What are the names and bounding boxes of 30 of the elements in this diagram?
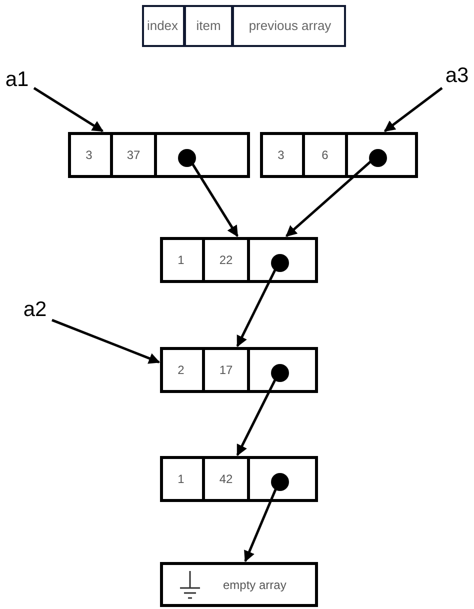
legend-record (142, 5, 346, 47)
record-cell: 6 (305, 135, 348, 175)
arrow (236, 266, 278, 348)
empty-array-box: empty array (160, 562, 318, 607)
record-cell: 2 (160, 350, 205, 390)
field-label: item (186, 5, 234, 47)
array-record (68, 132, 250, 178)
arrow (52, 318, 160, 364)
arrow (286, 159, 373, 238)
record-cell: 1 (160, 459, 205, 499)
pointer-variable-label: a3 (440, 62, 474, 90)
field-label: index (142, 5, 186, 47)
array-record (160, 347, 318, 393)
arrow (236, 376, 278, 456)
array-record (160, 456, 318, 502)
record-cell: 1 (160, 240, 205, 280)
record-cell: 3 (260, 135, 305, 175)
record-cell: 3 (68, 135, 113, 175)
field-label: previous array (234, 5, 346, 47)
record-cell: 22 (205, 240, 250, 280)
arrow (33, 87, 104, 132)
record-cell: 17 (205, 350, 250, 390)
array-record (160, 237, 318, 283)
arrow (190, 161, 238, 238)
pointer-variable-label: a2 (18, 296, 52, 324)
pointer-variable-label: a1 (0, 66, 34, 94)
array-record (260, 132, 418, 178)
record-cell: 42 (205, 459, 250, 499)
record-cell: 37 (113, 135, 157, 175)
arrow (384, 87, 443, 132)
